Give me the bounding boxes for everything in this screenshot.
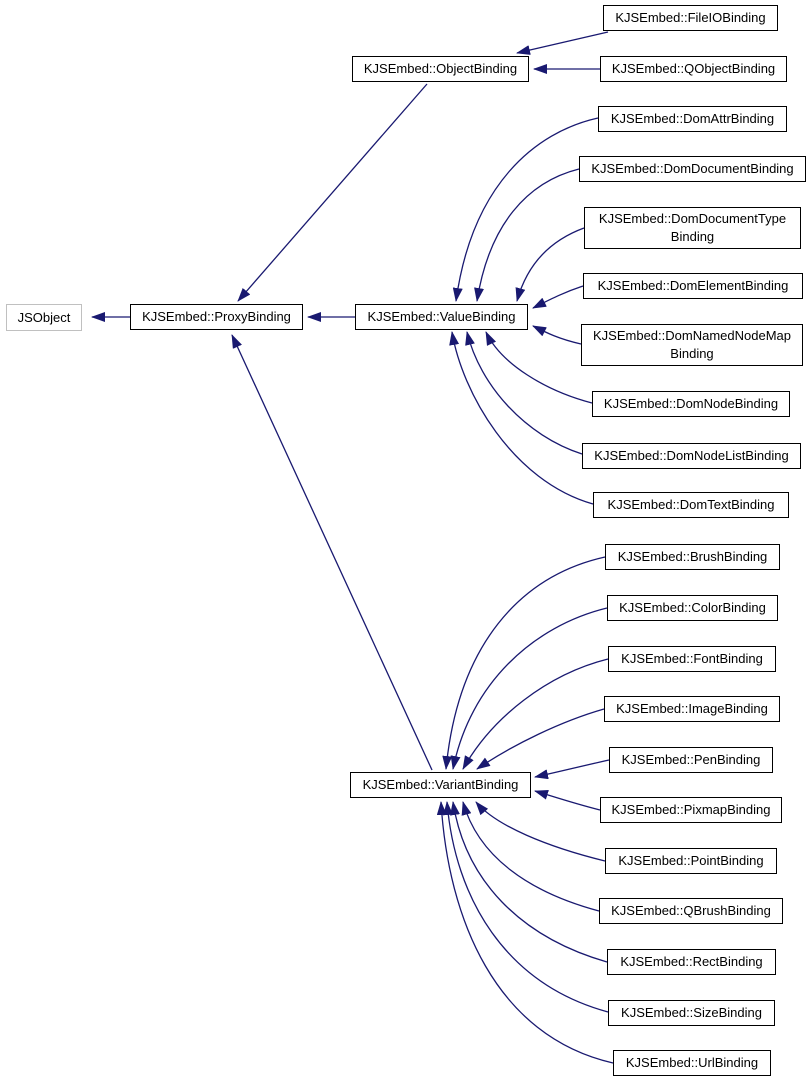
edge-imagebinding-to-variantbinding xyxy=(476,708,605,770)
edge-fontbinding-to-variantbinding xyxy=(462,658,609,770)
edge-domnamednodemapbinding-to-valuebinding xyxy=(532,325,582,345)
edge-domnodelistbinding-to-valuebinding xyxy=(465,331,583,455)
node-size-binding[interactable]: KJSEmbed::SizeBinding xyxy=(608,1000,775,1026)
edge-domdocumenttypebinding-to-valuebinding xyxy=(515,227,585,302)
node-qobject-binding[interactable]: KJSEmbed::QObjectBinding xyxy=(600,56,787,82)
node-domdocument-binding[interactable]: KJSEmbed::DomDocumentBinding xyxy=(579,156,806,182)
edge-domattrbinding-to-valuebinding xyxy=(452,117,599,302)
node-font-binding[interactable]: KJSEmbed::FontBinding xyxy=(608,646,776,672)
edge-domelementbinding-to-valuebinding xyxy=(532,285,584,309)
node-variant-binding[interactable]: KJSEmbed::VariantBinding xyxy=(350,772,531,798)
edge-domnodebinding-to-valuebinding xyxy=(485,331,593,404)
edge-qbrushbinding-to-variantbinding xyxy=(461,801,600,912)
node-domdocumenttype-binding[interactable]: KJSEmbed::DomDocumentType Binding xyxy=(584,207,801,249)
edge-pixmapbinding-to-variantbinding xyxy=(534,790,601,811)
node-brush-binding[interactable]: KJSEmbed::BrushBinding xyxy=(605,544,780,570)
node-domnode-binding[interactable]: KJSEmbed::DomNodeBinding xyxy=(592,391,790,417)
node-pixmap-binding[interactable]: KJSEmbed::PixmapBinding xyxy=(600,797,782,823)
node-fileio-binding[interactable]: KJSEmbed::FileIOBinding xyxy=(603,5,778,31)
node-domattr-binding[interactable]: KJSEmbed::DomAttrBinding xyxy=(598,106,787,132)
node-object-binding[interactable]: KJSEmbed::ObjectBinding xyxy=(352,56,529,82)
edge-domdocumentbinding-to-valuebinding xyxy=(474,168,580,302)
node-qbrush-binding[interactable]: KJSEmbed::QBrushBinding xyxy=(599,898,783,924)
edge-brushbinding-to-variantbinding xyxy=(442,556,606,770)
node-jsobject: JSObject xyxy=(6,304,82,331)
edge-penbinding-to-variantbinding xyxy=(534,759,610,780)
edge-fileiobinding-to-objectbinding xyxy=(516,31,609,55)
node-domnodelist-binding[interactable]: KJSEmbed::DomNodeListBinding xyxy=(582,443,801,469)
edge-colorbinding-to-variantbinding xyxy=(450,607,608,770)
node-domnamednodemap-binding[interactable]: KJSEmbed::DomNamedNodeMap Binding xyxy=(581,324,803,366)
edge-variantbinding-to-proxybinding xyxy=(231,334,433,771)
node-pen-binding[interactable]: KJSEmbed::PenBinding xyxy=(609,747,773,773)
node-url-binding[interactable]: KJSEmbed::UrlBinding xyxy=(613,1050,771,1076)
node-domtext-binding[interactable]: KJSEmbed::DomTextBinding xyxy=(593,492,789,518)
edge-sizebinding-to-variantbinding xyxy=(443,801,609,1013)
edge-objectbinding-to-proxybinding xyxy=(237,83,428,302)
edge-urlbinding-to-variantbinding xyxy=(436,801,614,1064)
node-rect-binding[interactable]: KJSEmbed::RectBinding xyxy=(607,949,776,975)
node-value-binding[interactable]: KJSEmbed::ValueBinding xyxy=(355,304,528,330)
node-image-binding[interactable]: KJSEmbed::ImageBinding xyxy=(604,696,780,722)
node-domelement-binding[interactable]: KJSEmbed::DomElementBinding xyxy=(583,273,803,299)
node-point-binding[interactable]: KJSEmbed::PointBinding xyxy=(605,848,777,874)
node-proxy-binding[interactable]: KJSEmbed::ProxyBinding xyxy=(130,304,303,330)
edge-rectbinding-to-variantbinding xyxy=(450,801,608,963)
edge-domtextbinding-to-valuebinding xyxy=(449,331,594,505)
edge-pointbinding-to-variantbinding xyxy=(475,801,606,862)
node-color-binding[interactable]: KJSEmbed::ColorBinding xyxy=(607,595,778,621)
